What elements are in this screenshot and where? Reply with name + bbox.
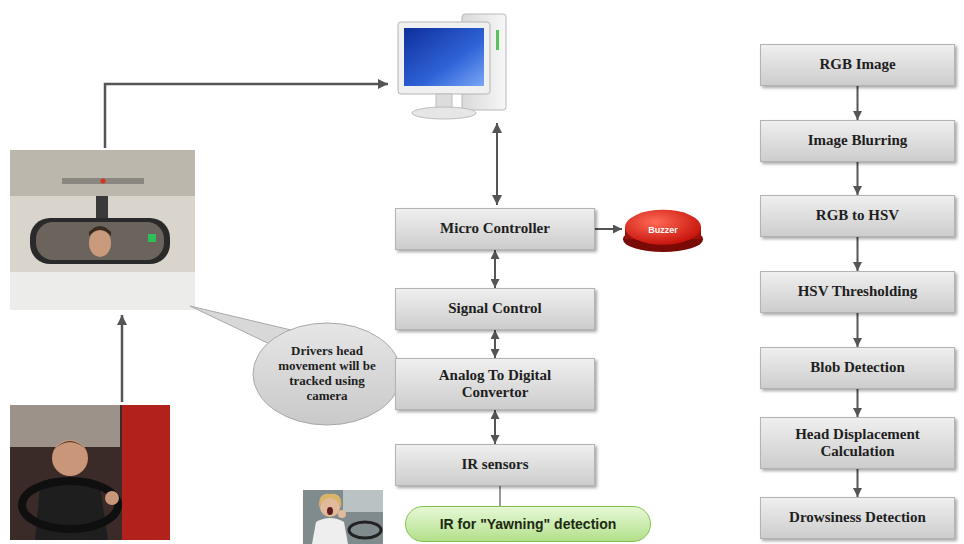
node-label: Micro Controller — [405, 220, 585, 237]
node-text-group: IR for "Yawning" detection — [417, 516, 639, 532]
yawning-photo-part — [327, 507, 333, 515]
node-text-group: Signal Control — [405, 300, 585, 317]
callout-ellipse — [253, 323, 401, 425]
node-label: Signal Control — [405, 300, 585, 317]
mirror-photo-part — [10, 272, 195, 310]
node-text-group: HSV Thresholding — [770, 283, 945, 300]
process-box: IR sensors — [395, 444, 595, 486]
node-text-group: Micro Controller — [405, 220, 585, 237]
process-box: Drowsiness Detection — [760, 497, 955, 539]
flow-arrow — [494, 330, 496, 358]
node-label: IR for "Yawning" detection — [417, 516, 639, 532]
yawning-photo — [303, 490, 383, 544]
node-label: HSV Thresholding — [770, 283, 945, 300]
node-label: IR sensors — [405, 456, 585, 473]
mirror-photo — [10, 150, 195, 310]
node-text-group: Buzzer — [630, 226, 696, 235]
yawning-photo-part — [349, 522, 381, 538]
flow-arrow — [857, 389, 859, 417]
node-text-group: Drowsiness Detection — [770, 509, 945, 526]
process-box: Micro Controller — [395, 208, 595, 250]
process-box: HSV Thresholding — [760, 271, 955, 313]
node-text-group: RGB to HSV — [770, 207, 945, 224]
node-text-group: Drivers head movement will be tracked us… — [270, 344, 384, 404]
computer-icon-part — [404, 28, 484, 86]
driver-photo-part — [52, 440, 88, 476]
driver-photo — [10, 405, 170, 540]
yawning-photo-part — [312, 518, 348, 544]
driver-photo-part — [22, 481, 118, 529]
driver-photo-part — [10, 405, 170, 540]
yawning-photo-part — [303, 490, 383, 544]
node-text-group: Image Blurring — [770, 132, 945, 149]
flow-arrow — [494, 410, 496, 444]
yawning-photo-part — [338, 510, 346, 518]
node-label: Analog To Digital Convertor — [405, 367, 585, 402]
process-box: Signal Control — [395, 288, 595, 330]
mirror-photo-part — [89, 226, 111, 236]
mirror-photo-part — [62, 178, 144, 184]
flow-arrow — [595, 228, 622, 230]
camera-flow-arrows-part — [496, 123, 498, 205]
node-label: RGB to HSV — [770, 207, 945, 224]
node-label: Image Blurring — [770, 132, 945, 149]
yawning-photo-part — [343, 490, 383, 512]
driver-photo-part — [10, 405, 120, 447]
mirror-photo-part — [10, 150, 195, 310]
node-label: Drowsiness Detection — [770, 509, 945, 526]
node-label: Drivers head movement will be tracked us… — [270, 344, 384, 404]
note-box: IR for "Yawning" detection — [405, 506, 651, 542]
callout-bubble: Drivers head movement will be tracked us… — [252, 322, 402, 426]
node-text-group: Head Displacement Calculation — [770, 426, 945, 461]
node-label: Head Displacement Calculation — [770, 426, 945, 461]
yawning-photo-part — [319, 494, 341, 508]
node-text-group: IR sensors — [405, 456, 585, 473]
flow-arrow — [857, 162, 859, 195]
leader-line — [499, 486, 500, 506]
mirror-photo-part — [36, 222, 164, 260]
node-text-group: RGB Image — [770, 56, 945, 73]
flow-arrow — [857, 86, 859, 120]
mirror-photo-part — [30, 218, 170, 264]
computer-icon-part — [398, 22, 490, 94]
mirror-photo-part — [89, 229, 111, 257]
driver-photo-part — [122, 405, 170, 540]
node-text-group: Analog To Digital Convertor — [405, 367, 585, 402]
process-box: Blob Detection — [760, 347, 955, 389]
computer-icon-part — [496, 30, 499, 50]
process-box: RGB to HSV — [760, 195, 955, 237]
node-label: Buzzer — [630, 226, 696, 235]
camera-flow-arrows-part — [105, 84, 388, 148]
mirror-photo-part — [101, 179, 106, 184]
flow-arrow — [494, 250, 496, 288]
node-label: RGB Image — [770, 56, 945, 73]
process-box: Analog To Digital Convertor — [395, 358, 595, 410]
flow-arrow — [857, 313, 859, 347]
computer-icon-part — [412, 107, 476, 119]
process-box: Image Blurring — [760, 120, 955, 162]
buzzer-top — [625, 210, 701, 245]
computer-icon-part — [436, 94, 452, 108]
driver-photo-part — [52, 441, 88, 452]
mirror-photo-part — [96, 196, 108, 220]
flow-arrow — [857, 469, 859, 497]
camera-flow-arrows-part — [121, 315, 124, 402]
mirror-photo-part — [148, 234, 156, 242]
computer-icon — [398, 14, 506, 119]
mirror-photo-part — [10, 150, 195, 196]
node-text-group: Blob Detection — [770, 359, 945, 376]
process-box: Head Displacement Calculation — [760, 417, 955, 469]
node-label: Blob Detection — [770, 359, 945, 376]
driver-photo-part — [105, 491, 119, 505]
flow-arrow — [857, 237, 859, 271]
process-box: RGB Image — [760, 44, 955, 86]
buzzer-button: Buzzer — [622, 207, 704, 253]
